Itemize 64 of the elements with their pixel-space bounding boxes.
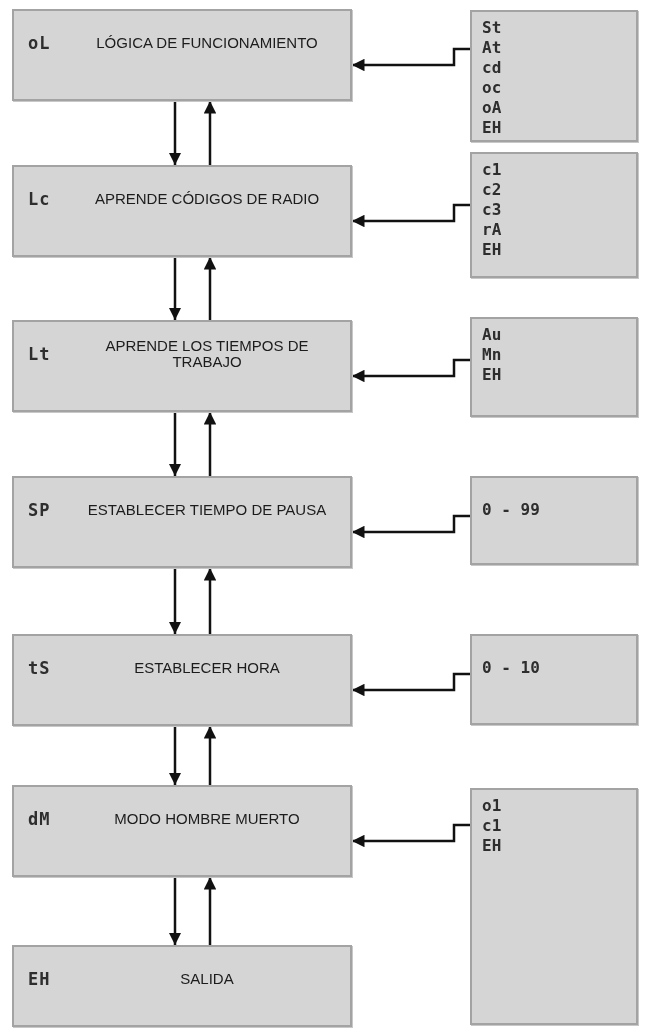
display-code: oc	[482, 78, 502, 98]
display-code: tS	[28, 658, 51, 678]
display-code: EH	[482, 240, 502, 260]
display-code: SP	[28, 500, 51, 520]
options-box	[470, 152, 638, 278]
display-code: Lc	[28, 189, 51, 209]
arrow	[352, 203, 470, 228]
options-box	[470, 10, 638, 142]
display-code: St	[482, 18, 502, 38]
arrow	[168, 568, 182, 634]
arrow	[168, 726, 182, 785]
options-box	[470, 788, 638, 1025]
display-code: 0 - 99	[482, 500, 540, 520]
arrow	[352, 672, 470, 697]
arrow	[168, 877, 182, 945]
display-code: c1	[482, 160, 502, 180]
arrow	[352, 514, 470, 539]
display-code: EH	[482, 118, 502, 138]
display-code: Mn	[482, 345, 502, 365]
display-code: Lt	[28, 344, 51, 364]
display-code: rA	[482, 220, 502, 240]
menu-label: LÓGICA DE FUNCIONAMIENTO	[95, 35, 319, 51]
arrow	[352, 358, 470, 383]
arrow	[168, 101, 182, 165]
menu-label: APRENDE LOS TIEMPOS DE TRABAJO	[104, 338, 310, 370]
display-code: dM	[28, 809, 51, 829]
menu-label: APRENDE CÓDIGOS DE RADIO	[93, 191, 321, 207]
arrow	[203, 257, 217, 320]
display-code: c3	[482, 200, 502, 220]
arrow	[203, 101, 217, 165]
menu-label: MODO HOMBRE MUERTO	[113, 811, 301, 827]
display-code: o1	[482, 796, 502, 816]
menu-box	[12, 476, 352, 568]
arrow	[203, 877, 217, 945]
menu-box	[12, 634, 352, 726]
arrow	[203, 726, 217, 785]
arrow	[168, 257, 182, 320]
options-box	[470, 634, 638, 725]
arrow	[352, 47, 470, 72]
menu-box	[12, 945, 352, 1027]
display-code: c2	[482, 180, 502, 200]
display-code: oA	[482, 98, 502, 118]
arrow	[168, 412, 182, 476]
menu-label: SALIDA	[179, 971, 235, 987]
menu-box	[12, 320, 352, 412]
menu-box	[12, 9, 352, 101]
display-code: EH	[28, 969, 51, 989]
arrow	[352, 823, 470, 848]
options-box	[470, 476, 638, 565]
menu-label: ESTABLECER HORA	[133, 660, 281, 676]
display-code: c1	[482, 816, 502, 836]
arrow	[203, 412, 217, 476]
display-code: EH	[482, 836, 502, 856]
options-box	[470, 317, 638, 417]
arrow	[203, 568, 217, 634]
display-code: EH	[482, 365, 502, 385]
display-code: cd	[482, 58, 502, 78]
display-code: oL	[28, 33, 51, 53]
display-code: Au	[482, 325, 502, 345]
menu-box	[12, 165, 352, 257]
menu-label: ESTABLECER TIEMPO DE PAUSA	[86, 502, 328, 518]
display-code: 0 - 10	[482, 658, 540, 678]
display-code: At	[482, 38, 502, 58]
menu-box	[12, 785, 352, 877]
